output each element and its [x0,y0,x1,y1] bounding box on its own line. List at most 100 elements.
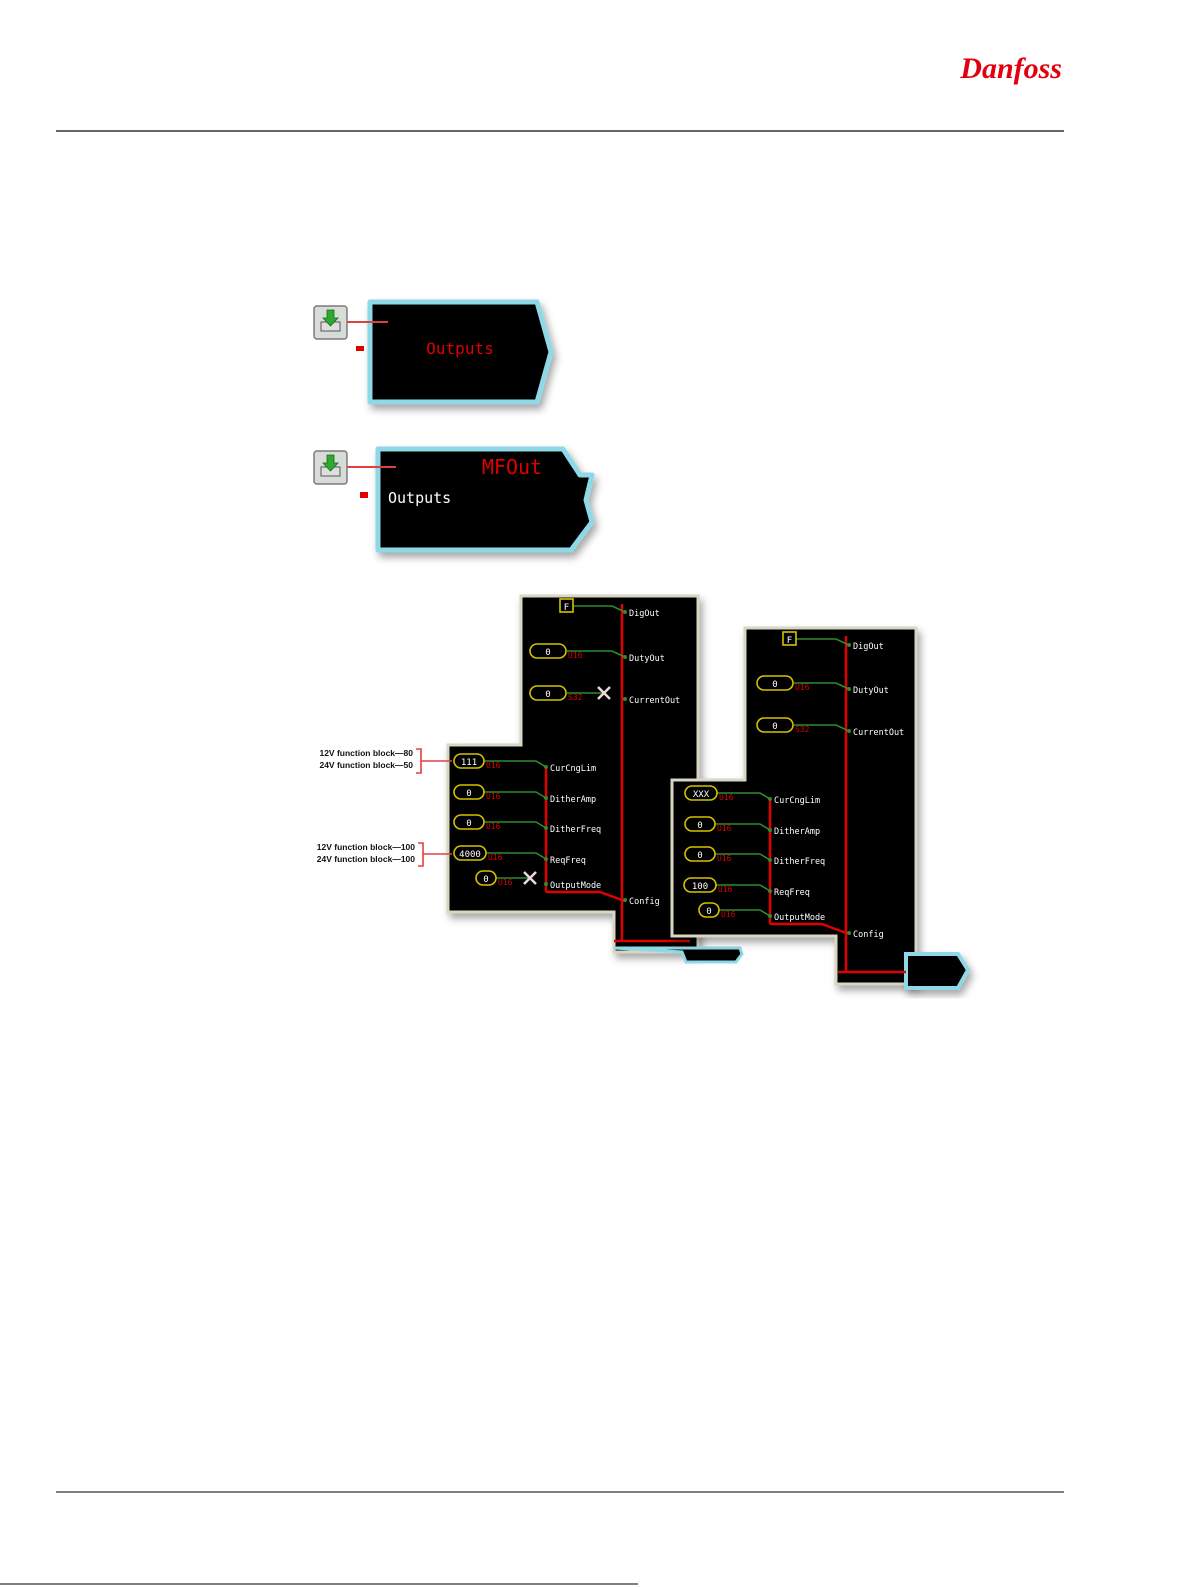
constant-value: 0 [772,680,777,690]
port-dot [847,729,851,733]
constant-box [453,753,485,769]
constant-value: 0 [466,789,471,799]
data-type-label: S32 [568,693,583,702]
page-open-button[interactable] [313,450,348,485]
constant-value: 0 [706,907,711,917]
mfout-title: MFOut [482,455,542,479]
data-type-label: U16 [488,853,503,862]
annotation-line: 12V function block—80 [319,748,413,758]
constant-box [453,784,485,800]
constant-value: 0 [772,722,777,732]
port-dot [544,882,548,886]
danfoss-logo: Danfoss [959,52,1062,85]
constant-value: 4000 [459,850,481,860]
port-label: OutputMode [774,913,825,923]
data-type-label: S32 [795,725,810,734]
port-dot [847,643,851,647]
data-type-label: U16 [486,761,501,770]
mfout-page-block[interactable]: MFOut Outputs [313,446,595,553]
constant-value: 0 [545,648,550,658]
port-label: CurCngLim [774,796,820,806]
port-dot [623,655,627,659]
constant-value: F [787,636,792,646]
constant-box [684,816,716,832]
signal-wire [717,792,771,800]
signal-wire [794,682,850,690]
constant-value: 0 [697,821,702,831]
signal-wire [715,823,771,831]
constant-value: 100 [692,882,708,892]
signal-wire [796,638,850,646]
port-dot [847,931,851,935]
signal-wire [715,853,771,861]
annotation-current-limit: 12V function block—80 24V function block… [319,748,452,774]
constant-value: 0 [466,819,471,829]
constant-value: 111 [461,758,477,768]
data-type-label: U16 [718,885,733,894]
data-type-label: U16 [498,878,513,887]
red-config-wire [770,922,847,935]
right-output-connector [904,952,971,990]
port-label: DitherAmp [774,827,820,837]
constant-value: F [564,603,569,613]
constant-value: 0 [697,851,702,861]
port-label: ReqFreq [774,888,810,898]
signal-wire [719,909,771,917]
port-dot [623,898,627,902]
constant-value: 0 [483,875,488,885]
input-arrow-icon [360,492,368,498]
constant-box [529,643,567,659]
left-output-connector [613,946,744,964]
port-label: DitherFreq [550,825,601,835]
port-dot [544,765,548,769]
outputs-page-block[interactable]: Outputs [313,299,554,405]
signal-wire [567,650,626,658]
data-type-label: U16 [486,792,501,801]
port-dot [544,796,548,800]
port-label: ReqFreq [550,856,586,866]
header: Danfoss [56,52,1064,132]
data-type-label: U16 [568,651,583,660]
constant-value: 0 [545,690,550,700]
port-label: DutyOut [853,686,889,696]
mfout-input-label: Outputs [388,489,451,507]
disconnect-x-icon [523,871,537,885]
constant-box [475,870,497,886]
data-type-label: U16 [717,854,732,863]
data-type-label: U16 [717,824,732,833]
port-dot [768,914,772,918]
disconnect-x-icon [597,686,611,700]
port-label: CurrentOut [853,728,904,738]
constant-box [683,877,717,893]
input-arrow-icon [356,346,364,351]
constant-box [684,846,716,862]
constant-value: XXX [693,790,710,800]
annotation-line: 24V function block—100 [317,854,416,864]
download-icon [322,309,339,327]
port-dot [768,828,772,832]
port-label: DutyOut [629,654,665,664]
red-config-wire [546,890,623,902]
page-open-button[interactable] [313,305,348,340]
port-label: Config [853,930,884,940]
constant-box [453,845,487,861]
port-dot [768,889,772,893]
right-block-body [670,626,918,986]
outputs-block-label: Outputs [426,339,493,358]
port-label: DigOut [853,642,884,652]
signal-wire [716,884,771,892]
footer [0,1491,1064,1585]
signal-wire [484,821,547,829]
port-label: DigOut [629,609,660,619]
port-label: OutputMode [550,881,601,891]
data-type-label: U16 [486,822,501,831]
port-dot [544,826,548,830]
download-icon [322,454,339,472]
data-type-label: U16 [721,910,736,919]
signal-wire [484,760,547,768]
annotation-line: 24V function block—50 [319,760,413,770]
annotation-line: 12V function block—100 [317,842,416,852]
